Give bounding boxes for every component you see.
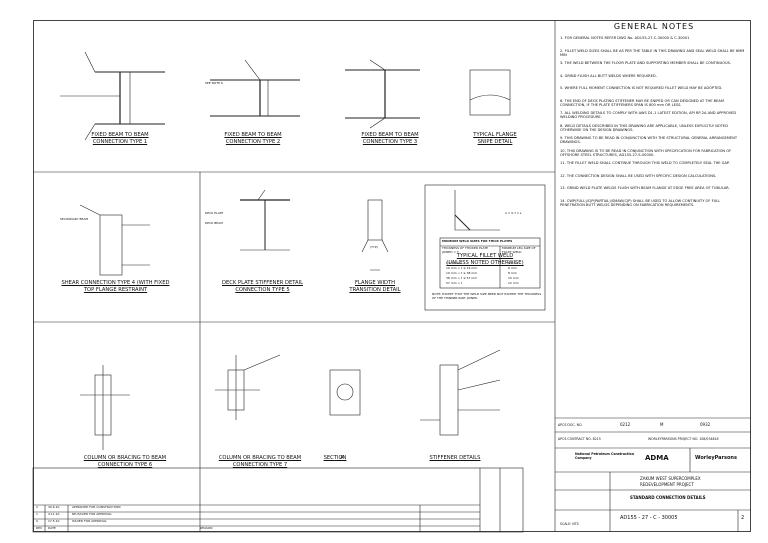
doc-part-3: 0932 [700,422,711,427]
weld-table-cell: 19 mm < t ≤ 38 mm [446,271,478,275]
revision-cell: 0 [36,519,38,523]
project-name-2: REDEVELOPMENT PROJECT [640,482,694,487]
revision-cell: APPROVED FOR CONSTRUCTION [72,505,121,509]
general-note-item: 4. GRIND FLUSH ALL BUTT WELDS WHERE REQU… [560,73,657,78]
rev-header-date: DATE [48,526,56,530]
general-note-item: 3. THE WELD BETWEEN THE FLOOR PLATE AND … [560,61,732,65]
client-npcc: National Petroleum Construction Company [575,452,635,460]
general-note-item: 5. WHERE FULL MOMENT CONNECTION IS NOT R… [560,86,723,90]
rev-header-reason: REASON [200,526,213,530]
contractor-logo: WorleyParsons [695,455,737,461]
general-note-item: 8. WELD DETAILS DESCRIBED IN THIS DRAWIN… [560,123,728,132]
weld-table-cell: 12 mm [508,281,519,285]
revision-cell: 2 [36,505,38,509]
general-note-item: 1. FOR GENERAL NOTES REFER DWG No. AD155… [560,36,690,40]
drawing-sheet [33,20,751,532]
weld-table-cell: 38 mm < t ≤ 57 mm [446,276,478,280]
revision-cell: 1 [36,512,38,516]
general-note-item: 12. THE CONNECTION DESIGN SHALL BE USED … [560,173,717,178]
general-note-item: 6. THE END OF DECK PLATING STIFFENER MAY… [560,98,724,107]
revision-number: 2 [741,515,745,521]
drawing-number: AD155 - 27 - C - 30005 [620,515,678,521]
general-note-item: 14. CWP(FULL)/CJP(PARTIAL)/SMAW(CJP) SHA… [560,198,721,207]
client-adma: ADMA [645,454,669,462]
weld-table-col2: MINIMUM LEG SIZE OF FILLET WELD [502,246,536,254]
callout-deck-beam: DECK BEAM [205,221,223,225]
apcs-contract: APCS CONTRACT NO. 6215 [558,437,601,441]
callout-secondary-beam: SECONDARY BEAM [60,217,89,221]
general-note-item: 10. THIS DRAWING IS TO BE READ IN CONJUN… [560,148,732,157]
revision-cell: 4.11.10 [48,512,60,516]
callout-deck-plate: DECK PLATE [205,211,224,215]
weld-table-cell: 6 mm [508,266,517,270]
general-note-item: 9. THIS DRAWING TO BE READ IN CONJUNCTIO… [560,136,738,145]
weld-table-note: NOTE: EXCEPT THAT THE WELD SIZE NEED NOT… [432,292,542,300]
doc-part-2: M [660,422,664,427]
weld-table-cell: 57 mm < t [446,281,463,285]
weld-table-cell: 10 mm < t ≤ 19 mm [446,266,478,270]
scale-label: SCALE: NTS [560,522,579,526]
caption-detail-12: STIFFENER DETAILS [429,455,481,461]
weld-table-cell: 5 mm [508,261,517,265]
caption-detail-8: TYPICAL FILLET WELD(UNLESS NOTED OTHERWI… [446,253,524,266]
weld-table-col1: THICKNESS OF THICKER PLATE JOINED = T [442,246,489,254]
general-note-item: 7. ALL WELDING DETAILS TO COMPLY WITH AW… [560,111,737,120]
weld-table-title: MINIMUM WELD SIZES FOR THICK PLATES [442,239,513,243]
revision-cell: RE-ISSUED FOR APPROVAL [72,512,112,516]
revision-cell: ISSUED FOR APPROVAL [72,519,107,523]
section-mark: A [340,455,344,461]
general-note-item: 11. THE FILLET WELD SHALL CONTINUE THROU… [560,161,730,165]
drawing-title: STANDARD CONNECTION DETAILS [630,495,706,500]
caption-detail-11: SECTION [323,455,347,461]
weld-table-cell: t ≤ 10 mm [446,261,463,265]
weld-table-cell: 10 mm [508,276,519,280]
rev-header-rev: REV [36,526,43,530]
apcs-doc-label: APCS DOC. NO. [558,423,583,427]
project-name-1: ZAKUM WEST SUPERCOMPLEX [640,476,701,481]
callout-typ: (TYP) [370,245,378,249]
general-note-item: 2. FILLET WELD SIZES SHALL BE AS PER THE… [560,48,745,57]
revision-cell: 30.6.10 [48,505,60,509]
wp-project-no: WORLEYPARSONS PROJECT NO. 108/034816 [648,437,719,441]
revision-cell: 17.5.10 [48,519,60,523]
weld-table-cell: 8 mm [508,271,517,275]
callout-see-note: SEE NOTE 6 [205,81,223,85]
callout-weld-formula: a = 0.7 x s [505,211,522,215]
general-notes-title: GENERAL NOTES [613,22,695,31]
general-note-item: 13. GRIND WELD PLATE WELDS FLUSH WITH BE… [560,186,730,190]
doc-part-1: 0212 [620,422,631,427]
